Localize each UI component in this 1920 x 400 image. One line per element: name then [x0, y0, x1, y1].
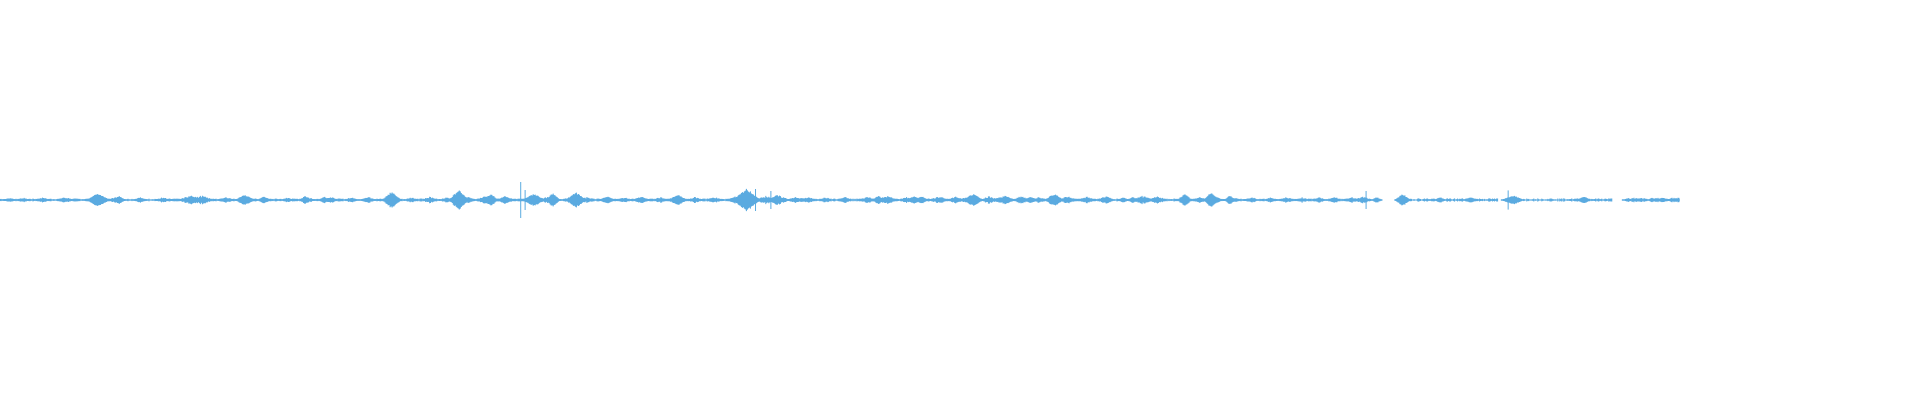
waveform-peak [448, 190, 469, 210]
waveform-burst [55, 197, 76, 203]
waveform-burst [1145, 196, 1169, 204]
waveform-burst [14, 197, 31, 203]
waveform-burst [614, 197, 633, 203]
waveform-peak [871, 195, 886, 205]
waveform-peak [85, 194, 110, 206]
waveform-peak [1043, 194, 1065, 206]
waveform-peak [631, 197, 652, 203]
waveform-peak [1370, 197, 1383, 203]
waveform-peak [111, 196, 126, 204]
waveform-burst [1292, 197, 1311, 203]
waveform-peak [667, 195, 688, 205]
waveform-tail [1401, 197, 1680, 203]
waveform-burst [684, 197, 705, 203]
waveform-peak [565, 192, 586, 208]
waveform-burst [342, 197, 361, 203]
waveform-peak [599, 196, 616, 204]
waveform-peak [768, 195, 785, 205]
waveform-peak [545, 193, 560, 207]
waveform-peak [256, 196, 271, 204]
waveform-burst [834, 196, 855, 204]
waveform-peak [732, 188, 760, 212]
waveform-peak [1176, 194, 1193, 206]
waveform-peak [963, 194, 984, 206]
waveform-burst [401, 197, 420, 203]
waveform-burst [154, 197, 172, 203]
waveform-burst [131, 197, 149, 203]
waveform-burst [816, 197, 835, 203]
waveform-burst [33, 197, 51, 203]
waveform-burst [358, 197, 379, 203]
waveform-peak [1223, 195, 1236, 205]
waveform-peak [932, 197, 949, 203]
waveform-peak [318, 196, 331, 204]
waveform-peak [521, 194, 546, 206]
waveform-peak [1098, 196, 1115, 204]
waveform-burst [704, 197, 725, 203]
waveform-peak [1023, 197, 1038, 203]
waveform-burst [1242, 197, 1261, 203]
waveform-peak [298, 196, 312, 204]
waveform-burst [1, 198, 18, 202]
waveform-burst [278, 197, 297, 203]
waveform-peak [1126, 197, 1139, 203]
waveform-peak [234, 195, 255, 205]
waveform-peak [181, 195, 202, 205]
waveform-peak [1203, 193, 1220, 207]
waveform-layer [0, 182, 1680, 218]
waveform-peak [904, 196, 923, 204]
waveform-peak [482, 194, 499, 206]
waveform-peak [790, 198, 815, 202]
waveform-burst [1324, 197, 1345, 203]
waveform-peak [381, 192, 402, 208]
